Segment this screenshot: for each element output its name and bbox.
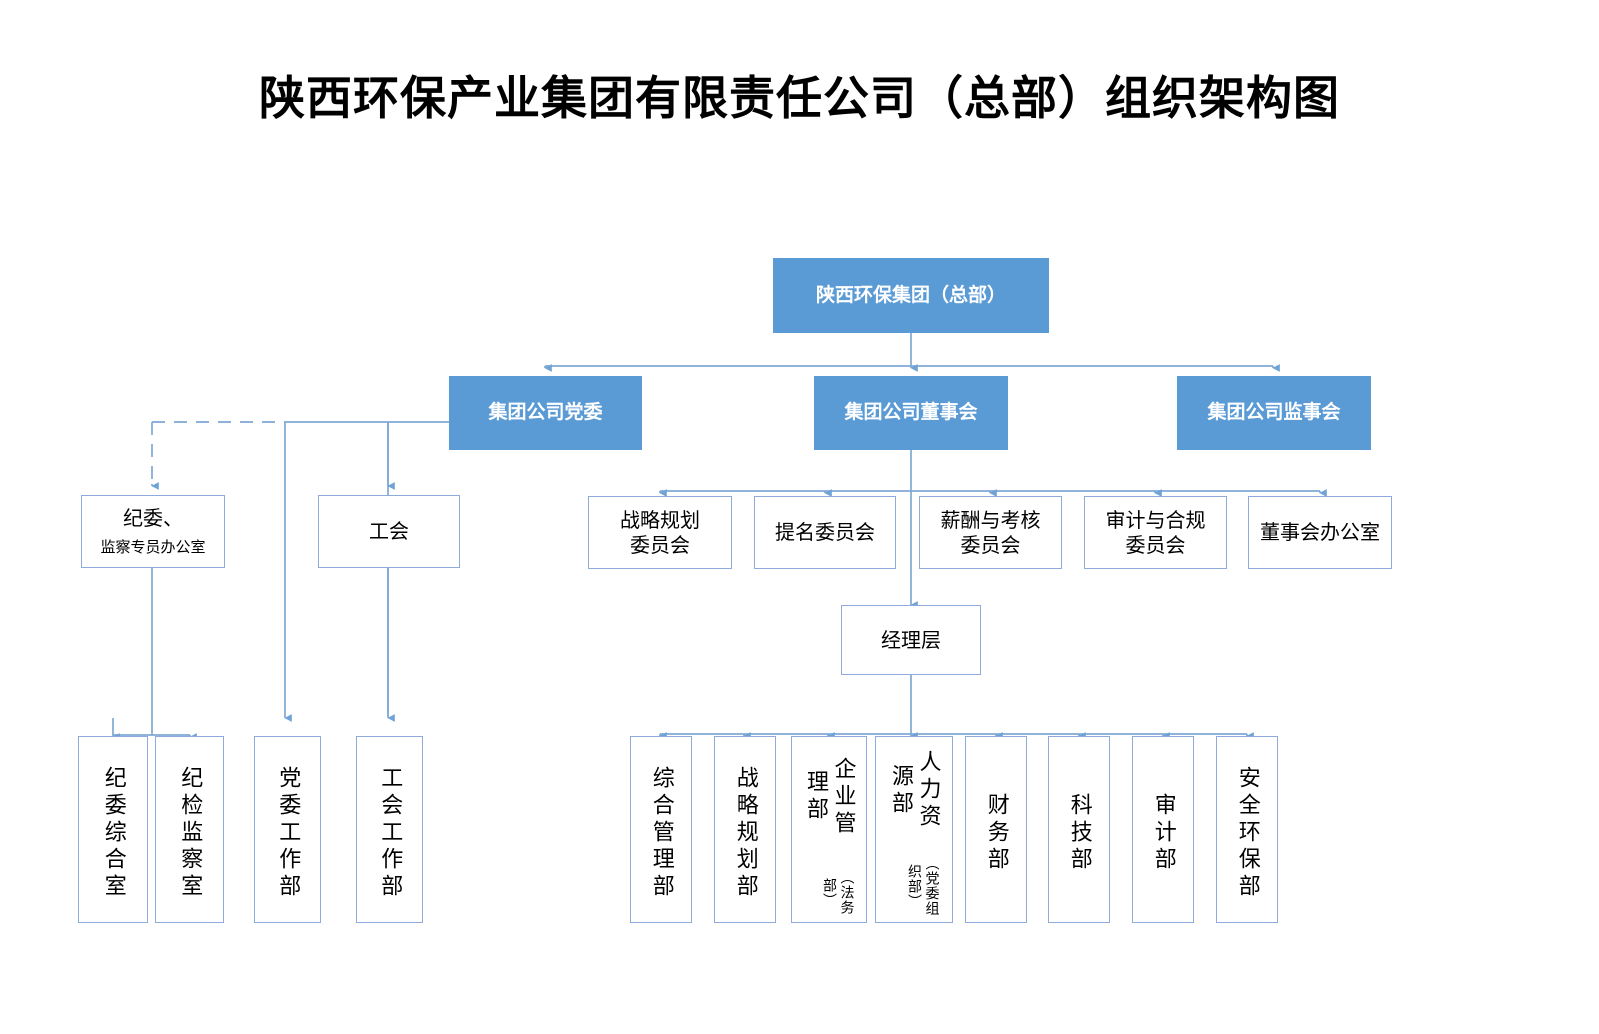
node-sublabel: （党委组织部） (906, 856, 940, 917)
node-label: 工会工作部 (377, 766, 403, 901)
node-label-line1: 薪酬与考核 (940, 507, 1041, 532)
node-dept-finance[interactable]: 财务部 (965, 736, 1027, 923)
node-label: 科技部 (1066, 793, 1092, 874)
node-label: 党委工作部 (275, 766, 301, 901)
node-label: 综合管理部 (648, 766, 674, 901)
node-dept-union-work[interactable]: 工会工作部 (356, 736, 423, 923)
node-label: 提名委员会 (775, 520, 875, 544)
node-label-line1: 战略规划 (620, 507, 700, 532)
node-committee-audit-compliance[interactable]: 审计与合规 委员会 (1084, 496, 1227, 569)
node-label: 财务部 (983, 793, 1009, 874)
node-committee-nomination[interactable]: 提名委员会 (754, 496, 896, 569)
node-label-line2: 委员会 (630, 532, 690, 557)
node-board-office[interactable]: 董事会办公室 (1248, 496, 1392, 569)
node-dept-strategy-planning[interactable]: 战略规划部 (714, 736, 776, 923)
node-label: 陕西环保集团（总部） (815, 283, 1006, 306)
node-label-line2: 委员会 (1125, 532, 1186, 557)
node-labor-union[interactable]: 工会 (318, 495, 460, 568)
node-dept-safety-environment[interactable]: 安全环保部 (1216, 736, 1278, 923)
node-management-layer[interactable]: 经理层 (841, 605, 981, 675)
node-label-wrap: 企业管理部 （法务部） (802, 745, 857, 922)
node-sublabel: （法务部） (821, 870, 855, 916)
node-label: 战略规划部 (732, 766, 758, 901)
node-label: 经理层 (881, 627, 941, 652)
node-label: 董事会办公室 (1260, 520, 1380, 544)
node-label-wrap: 人力资源部 （党委组织部） (887, 745, 942, 922)
node-dept-discipline-supervision-office[interactable]: 纪检监察室 (155, 736, 224, 923)
node-dept-general-management[interactable]: 综合管理部 (630, 736, 692, 923)
node-label-line1: 审计与合规 (1105, 507, 1206, 532)
node-dept-party-work[interactable]: 党委工作部 (254, 736, 321, 923)
node-discipline-inspection-office[interactable]: 纪委、 监察专员办公室 (81, 495, 225, 568)
node-dept-human-resources[interactable]: 人力资源部 （党委组织部） (875, 736, 953, 923)
node-dept-enterprise-management[interactable]: 企业管理部 （法务部） (791, 736, 867, 923)
node-committee-compensation-appraisal[interactable]: 薪酬与考核 委员会 (919, 496, 1062, 569)
node-label: 安全环保部 (1234, 766, 1260, 901)
node-label: 纪检监察室 (177, 766, 203, 901)
node-committee-strategy-planning[interactable]: 战略规划 委员会 (588, 496, 732, 569)
node-label: 企业管理部 (803, 756, 856, 838)
node-label: 集团公司党委 (488, 401, 603, 424)
node-label: 纪委综合室 (100, 766, 126, 901)
node-label: 集团公司董事会 (844, 401, 978, 424)
node-label-line2: 委员会 (960, 532, 1021, 557)
node-party-committee[interactable]: 集团公司党委 (449, 376, 642, 450)
node-dept-discipline-general-office[interactable]: 纪委综合室 (78, 736, 148, 923)
node-dept-technology[interactable]: 科技部 (1048, 736, 1110, 923)
node-sublabel: 监察专员办公室 (100, 538, 206, 557)
node-board-of-supervisors[interactable]: 集团公司监事会 (1177, 376, 1371, 450)
node-board-of-directors[interactable]: 集团公司董事会 (814, 376, 1008, 450)
node-label: 纪委、 (123, 506, 183, 531)
node-dept-audit[interactable]: 审计部 (1132, 736, 1194, 923)
node-label: 人力资源部 (888, 750, 941, 832)
node-label: 审计部 (1150, 793, 1176, 874)
node-label: 工会 (369, 519, 409, 543)
page-title: 陕西环保产业集团有限责任公司（总部）组织架构图 (259, 71, 1340, 125)
node-group-headquarters[interactable]: 陕西环保集团（总部） (773, 258, 1049, 333)
node-label: 集团公司监事会 (1207, 401, 1341, 424)
